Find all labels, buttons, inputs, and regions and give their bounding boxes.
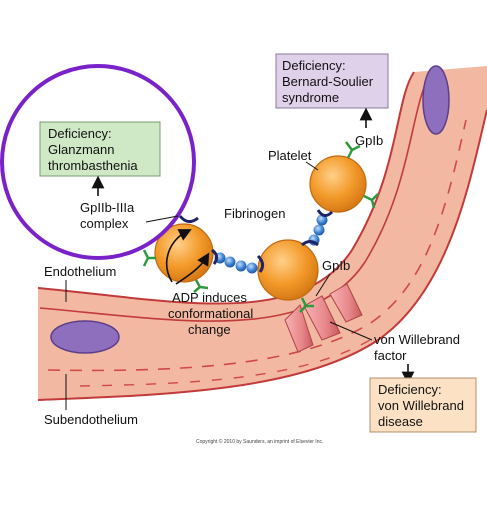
endothelium-edge — [37, 71, 415, 305]
glanzmann-box — [39, 121, 161, 177]
vwd-line-1: Deficiency: — [378, 382, 442, 397]
vwf-label-line-2: factor — [374, 348, 407, 363]
glanzmann-line-2: Glanzmann — [48, 142, 114, 157]
gp2b3a-receptor-left-right — [211, 248, 219, 265]
vwd-line-2: von Willebrand — [378, 398, 464, 413]
vwf-molecule-1 — [284, 304, 314, 353]
bernard-soulier-box — [275, 53, 389, 109]
bernard-line-3: syndrome — [282, 90, 339, 105]
vessel-outer-edge — [37, 109, 487, 401]
glanzmann-line-1: Deficiency: — [48, 126, 112, 141]
vwf-pointer — [329, 321, 373, 341]
endothelium-inner-line — [39, 73, 431, 322]
gp2b3a-label-line-2: complex — [80, 216, 129, 231]
platelet-pointer — [305, 161, 319, 171]
adp-arrow-1 — [165, 229, 192, 283]
gpib-label-top: GpIb — [355, 133, 383, 148]
bernard-line-2: Bernard-Soulier — [282, 74, 374, 89]
platelet-label: Platelet — [268, 148, 312, 163]
gpib-receptor-left — [142, 249, 156, 267]
platelet-middle — [257, 239, 319, 301]
gpib-receptor-left-bottom — [193, 279, 209, 293]
bernard-line-1: Deficiency: — [282, 58, 346, 73]
fibrinogen-chain-lower — [214, 252, 258, 274]
adp-arrow-2 — [175, 252, 210, 285]
glanzmann-line-3: thrombasthenia — [48, 158, 138, 173]
vessel-wall — [38, 66, 487, 400]
endothelium-label: Endothelium — [44, 264, 116, 279]
gp2b3a-pointer — [145, 215, 179, 223]
gp2b3a-receptor-left-top — [178, 215, 199, 223]
gpib-receptor-middle-bottom — [299, 297, 314, 313]
adp-label-line-1: ADP induces — [172, 290, 247, 305]
fibrinogen-label: Fibrinogen — [224, 206, 285, 221]
gp2b3a-receptor-middle-left — [256, 254, 265, 273]
endothelial-nucleus-left — [50, 320, 120, 354]
gp2b3a-receptor-middle-top — [301, 240, 319, 247]
gp2b3a-label-line-1: GpIIb-IIIa — [80, 200, 135, 215]
vwd-line-3: disease — [378, 414, 423, 429]
adp-label-line-2: conformational — [168, 306, 253, 321]
adp-label-line-3: change — [188, 322, 231, 337]
copyright-text: Copyright © 2010 by Saunders, an imprint… — [196, 438, 323, 445]
subendothelium-fibers-2 — [79, 339, 371, 387]
endothelial-nucleus-top — [422, 65, 450, 135]
platelet-top — [309, 155, 367, 213]
vwd-box — [369, 377, 477, 433]
glanzmann-highlight-circle — [0, 64, 196, 260]
gpib-label-lower: GpIb — [322, 258, 350, 273]
gpib-lower-pointer — [315, 273, 331, 297]
gpib-receptor-top — [345, 141, 361, 159]
vwf-label-line-1: von Willebrand — [374, 332, 460, 347]
vwf-molecule-3 — [329, 283, 363, 323]
subendothelium-label: Subendothelium — [44, 412, 138, 427]
gpib-receptor-top-right — [363, 193, 379, 209]
gp2b3a-receptor-top-bottom — [316, 209, 334, 217]
